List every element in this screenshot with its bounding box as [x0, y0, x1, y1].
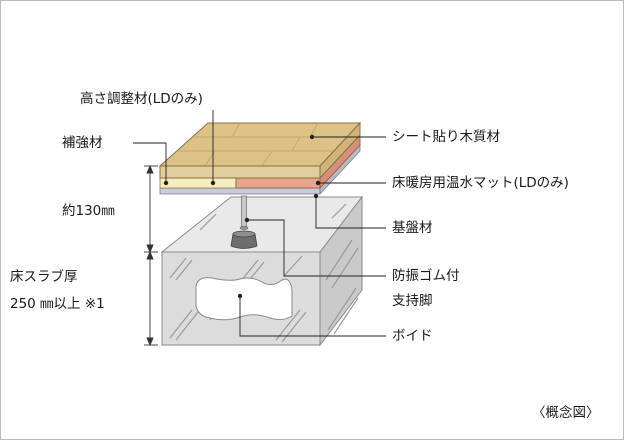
void-label: ボイド [392, 328, 433, 344]
height-adjust-label: 高さ調整材(LDのみ) [80, 91, 203, 107]
slab-thickness-label: 床スラブ厚 [10, 269, 78, 285]
support-leg-rod [241, 195, 247, 229]
sheet-wood-label: シート貼り木質材 [392, 129, 500, 145]
void-shape [195, 277, 293, 321]
leader-reinforce [133, 142, 167, 183]
leader-void [239, 296, 386, 337]
wood-front-face [159, 165, 321, 179]
leader-dots [163, 134, 321, 299]
anti-vibration-rubber [230, 233, 258, 249]
slab-right-face [319, 195, 363, 347]
leader-base-board [315, 196, 386, 229]
leader-support-leg [247, 219, 386, 277]
concept-label: 〈概念図〉 [532, 405, 600, 421]
support-leg [230, 195, 258, 249]
reinforce-label: 補強材 [62, 135, 103, 151]
height-adjust-layer [159, 177, 237, 189]
support-leg-label-2: 支持脚 [392, 293, 433, 309]
approx-height-label: 約130㎜ [62, 203, 115, 219]
floor-heat-mat-label: 床暖房用温水マット(LDのみ) [392, 175, 569, 191]
dimension-lines [144, 164, 158, 347]
slab-value-label: 250 ㎜以上 ※1 [10, 296, 105, 312]
base-board-front [159, 187, 321, 195]
base-board-label: 基盤材 [392, 220, 433, 236]
support-leg-label-1: 防振ゴム付 [392, 268, 460, 284]
concrete-slab [160, 195, 364, 347]
heating-mat-layer [235, 177, 321, 189]
leader-lines [133, 110, 386, 337]
